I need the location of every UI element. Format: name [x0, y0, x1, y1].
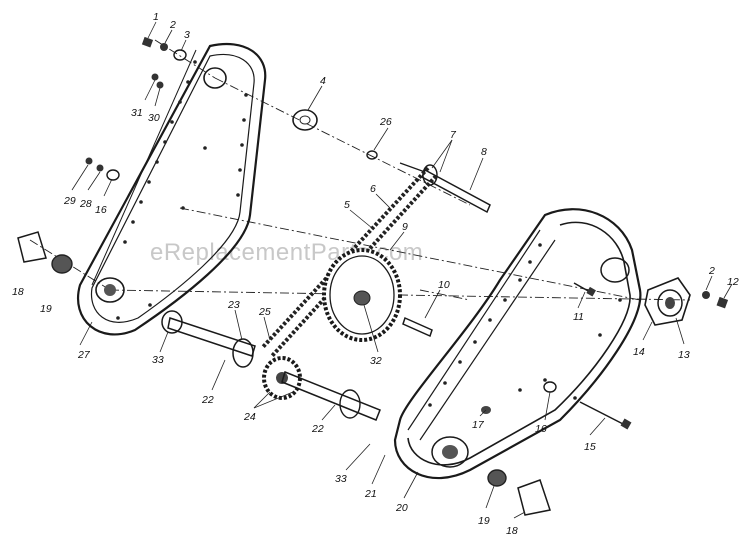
bearing-housing [644, 277, 729, 326]
bearing-4 [292, 109, 318, 131]
upper-shaft-8 [399, 162, 491, 214]
callout-22-lower: 22 [311, 423, 324, 435]
callout-23: 23 [227, 299, 240, 311]
end-caps [17, 231, 551, 516]
callout-20: 20 [395, 502, 408, 514]
callout-6: 6 [370, 183, 376, 195]
right-hardware [481, 282, 632, 430]
callout-15: 15 [584, 441, 596, 453]
top-left-hardware [85, 36, 187, 181]
callout-25: 25 [258, 306, 271, 318]
callout-18-right: 18 [506, 525, 518, 537]
callout-22-upper: 22 [201, 394, 214, 406]
callout-27: 27 [77, 349, 91, 361]
callout-13: 13 [678, 349, 690, 361]
callout-19-right: 19 [478, 515, 490, 527]
callout-17: 17 [472, 419, 485, 431]
callout-8: 8 [481, 146, 487, 158]
callout-5: 5 [344, 199, 350, 211]
callout-12: 12 [727, 276, 739, 288]
callout-30: 30 [148, 112, 160, 124]
callout-7: 7 [450, 129, 457, 141]
callout-33-lower: 33 [335, 473, 347, 485]
callout-4: 4 [320, 75, 326, 87]
right-chain-case [393, 208, 642, 480]
callout-16-right: 16 [535, 423, 547, 435]
large-sprocket-9 [322, 248, 402, 342]
callout-26: 26 [379, 116, 392, 128]
callout-10: 10 [438, 279, 450, 291]
callout-1: 1 [153, 11, 159, 23]
callout-32: 32 [370, 355, 382, 367]
callout-14: 14 [633, 346, 645, 358]
callout-3: 3 [184, 29, 190, 41]
callout-18-left: 18 [12, 286, 24, 298]
callout-33-upper: 33 [152, 354, 164, 366]
callout-11: 11 [573, 311, 584, 323]
lower-shaft-assembly [161, 310, 381, 421]
callout-31: 31 [131, 107, 143, 119]
callout-24: 24 [243, 411, 256, 423]
callout-16-left: 16 [95, 204, 107, 216]
leader-lines [71, 21, 733, 519]
callout-9: 9 [402, 221, 408, 233]
left-chain-case [77, 42, 267, 336]
snap-ring-26 [366, 150, 378, 160]
callout-21: 21 [364, 488, 377, 500]
callout-28: 28 [79, 198, 92, 210]
callout-29: 29 [63, 195, 76, 207]
pin-10 [402, 316, 433, 338]
callout-2-right: 2 [708, 265, 715, 277]
callout-2: 2 [169, 19, 176, 31]
callout-19-left: 19 [40, 303, 52, 315]
callout-labels: 1 2 3 4 26 7 8 31 30 29 28 16 6 5 9 18 1… [12, 11, 739, 537]
